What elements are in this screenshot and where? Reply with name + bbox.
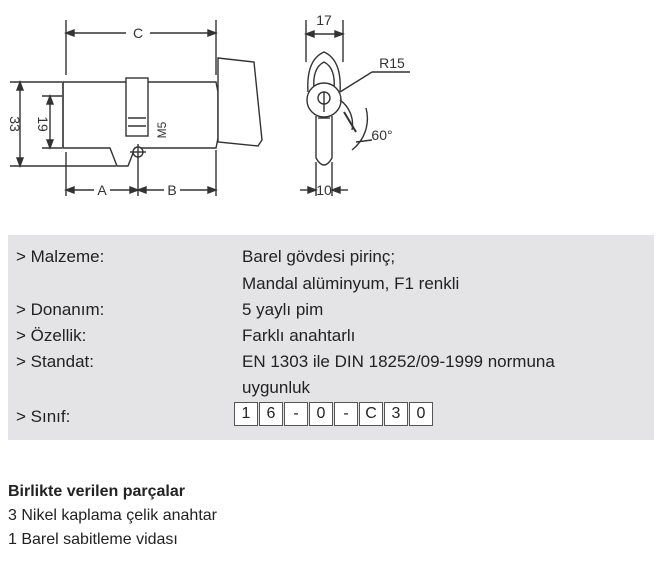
spec-row: > Malzeme: Barel gövdesi pirinç; [8, 245, 654, 269]
spec-value: Farklı anahtarlı [242, 326, 356, 345]
dim-17-label: 17 [316, 12, 332, 28]
class-code-cell: 3 [384, 402, 408, 426]
class-label: > Sınıf: [16, 407, 71, 426]
spec-label: > Özellik: [16, 326, 87, 345]
spec-row: > Özellik: Farklı anahtarlı [8, 324, 654, 348]
included-parts: Birlikte verilen parçalar 3 Nikel kaplam… [8, 480, 217, 552]
spec-row: Mandal alüminyum, F1 renkli [8, 272, 654, 296]
spec-value: uygunluk [242, 378, 311, 397]
dim-19-label: 19 [35, 116, 51, 132]
spec-row: > Donanım: 5 yaylı pim [8, 298, 654, 322]
spec-value: 5 yaylı pim [242, 300, 324, 319]
spec-value: EN 1303 ile DIN 18252/09-1999 normuna [242, 352, 555, 371]
spec-row: uygunluk [8, 376, 654, 400]
dim-a-label: A [97, 182, 107, 198]
included-part-item: 3 Nikel kaplama çelik anahtar [8, 507, 217, 524]
included-part-item: 1 Barel sabitleme vidası [8, 531, 178, 548]
included-parts-title: Birlikte verilen parçalar [8, 483, 185, 500]
spec-label: > Standat: [16, 352, 94, 371]
dim-33-label: 33 [7, 116, 23, 132]
class-code-cell: 6 [259, 402, 283, 426]
class-code-cell: 1 [234, 402, 258, 426]
cylinder-technical-drawing: C 17 R15 33 19 M5 60° A B 10 [7, 12, 410, 198]
spec-label: > Donanım: [16, 300, 105, 319]
spec-value: Mandal alüminyum, F1 renkli [242, 274, 460, 293]
dim-r15-label: R15 [379, 55, 405, 71]
class-code: 1 6 - 0 - C 3 0 [234, 402, 434, 426]
class-code-cell: - [334, 402, 358, 426]
dim-b-label: B [167, 182, 176, 198]
spec-row: > Standat: EN 1303 ile DIN 18252/09-1999… [8, 350, 654, 374]
class-code-cell: 0 [409, 402, 433, 426]
dim-c-label: C [133, 25, 143, 41]
spec-label: > Malzeme: [16, 247, 105, 266]
dim-10-label: 10 [316, 182, 332, 198]
dim-60-label: 60° [371, 127, 392, 143]
class-code-cell: 0 [309, 402, 333, 426]
class-code-cell: C [359, 402, 383, 426]
class-code-cell: - [284, 402, 308, 426]
spec-row-class: > Sınıf: [8, 405, 654, 429]
dim-m5-label: M5 [155, 121, 169, 138]
spec-value: Barel gövdesi pirinç; [242, 247, 396, 266]
